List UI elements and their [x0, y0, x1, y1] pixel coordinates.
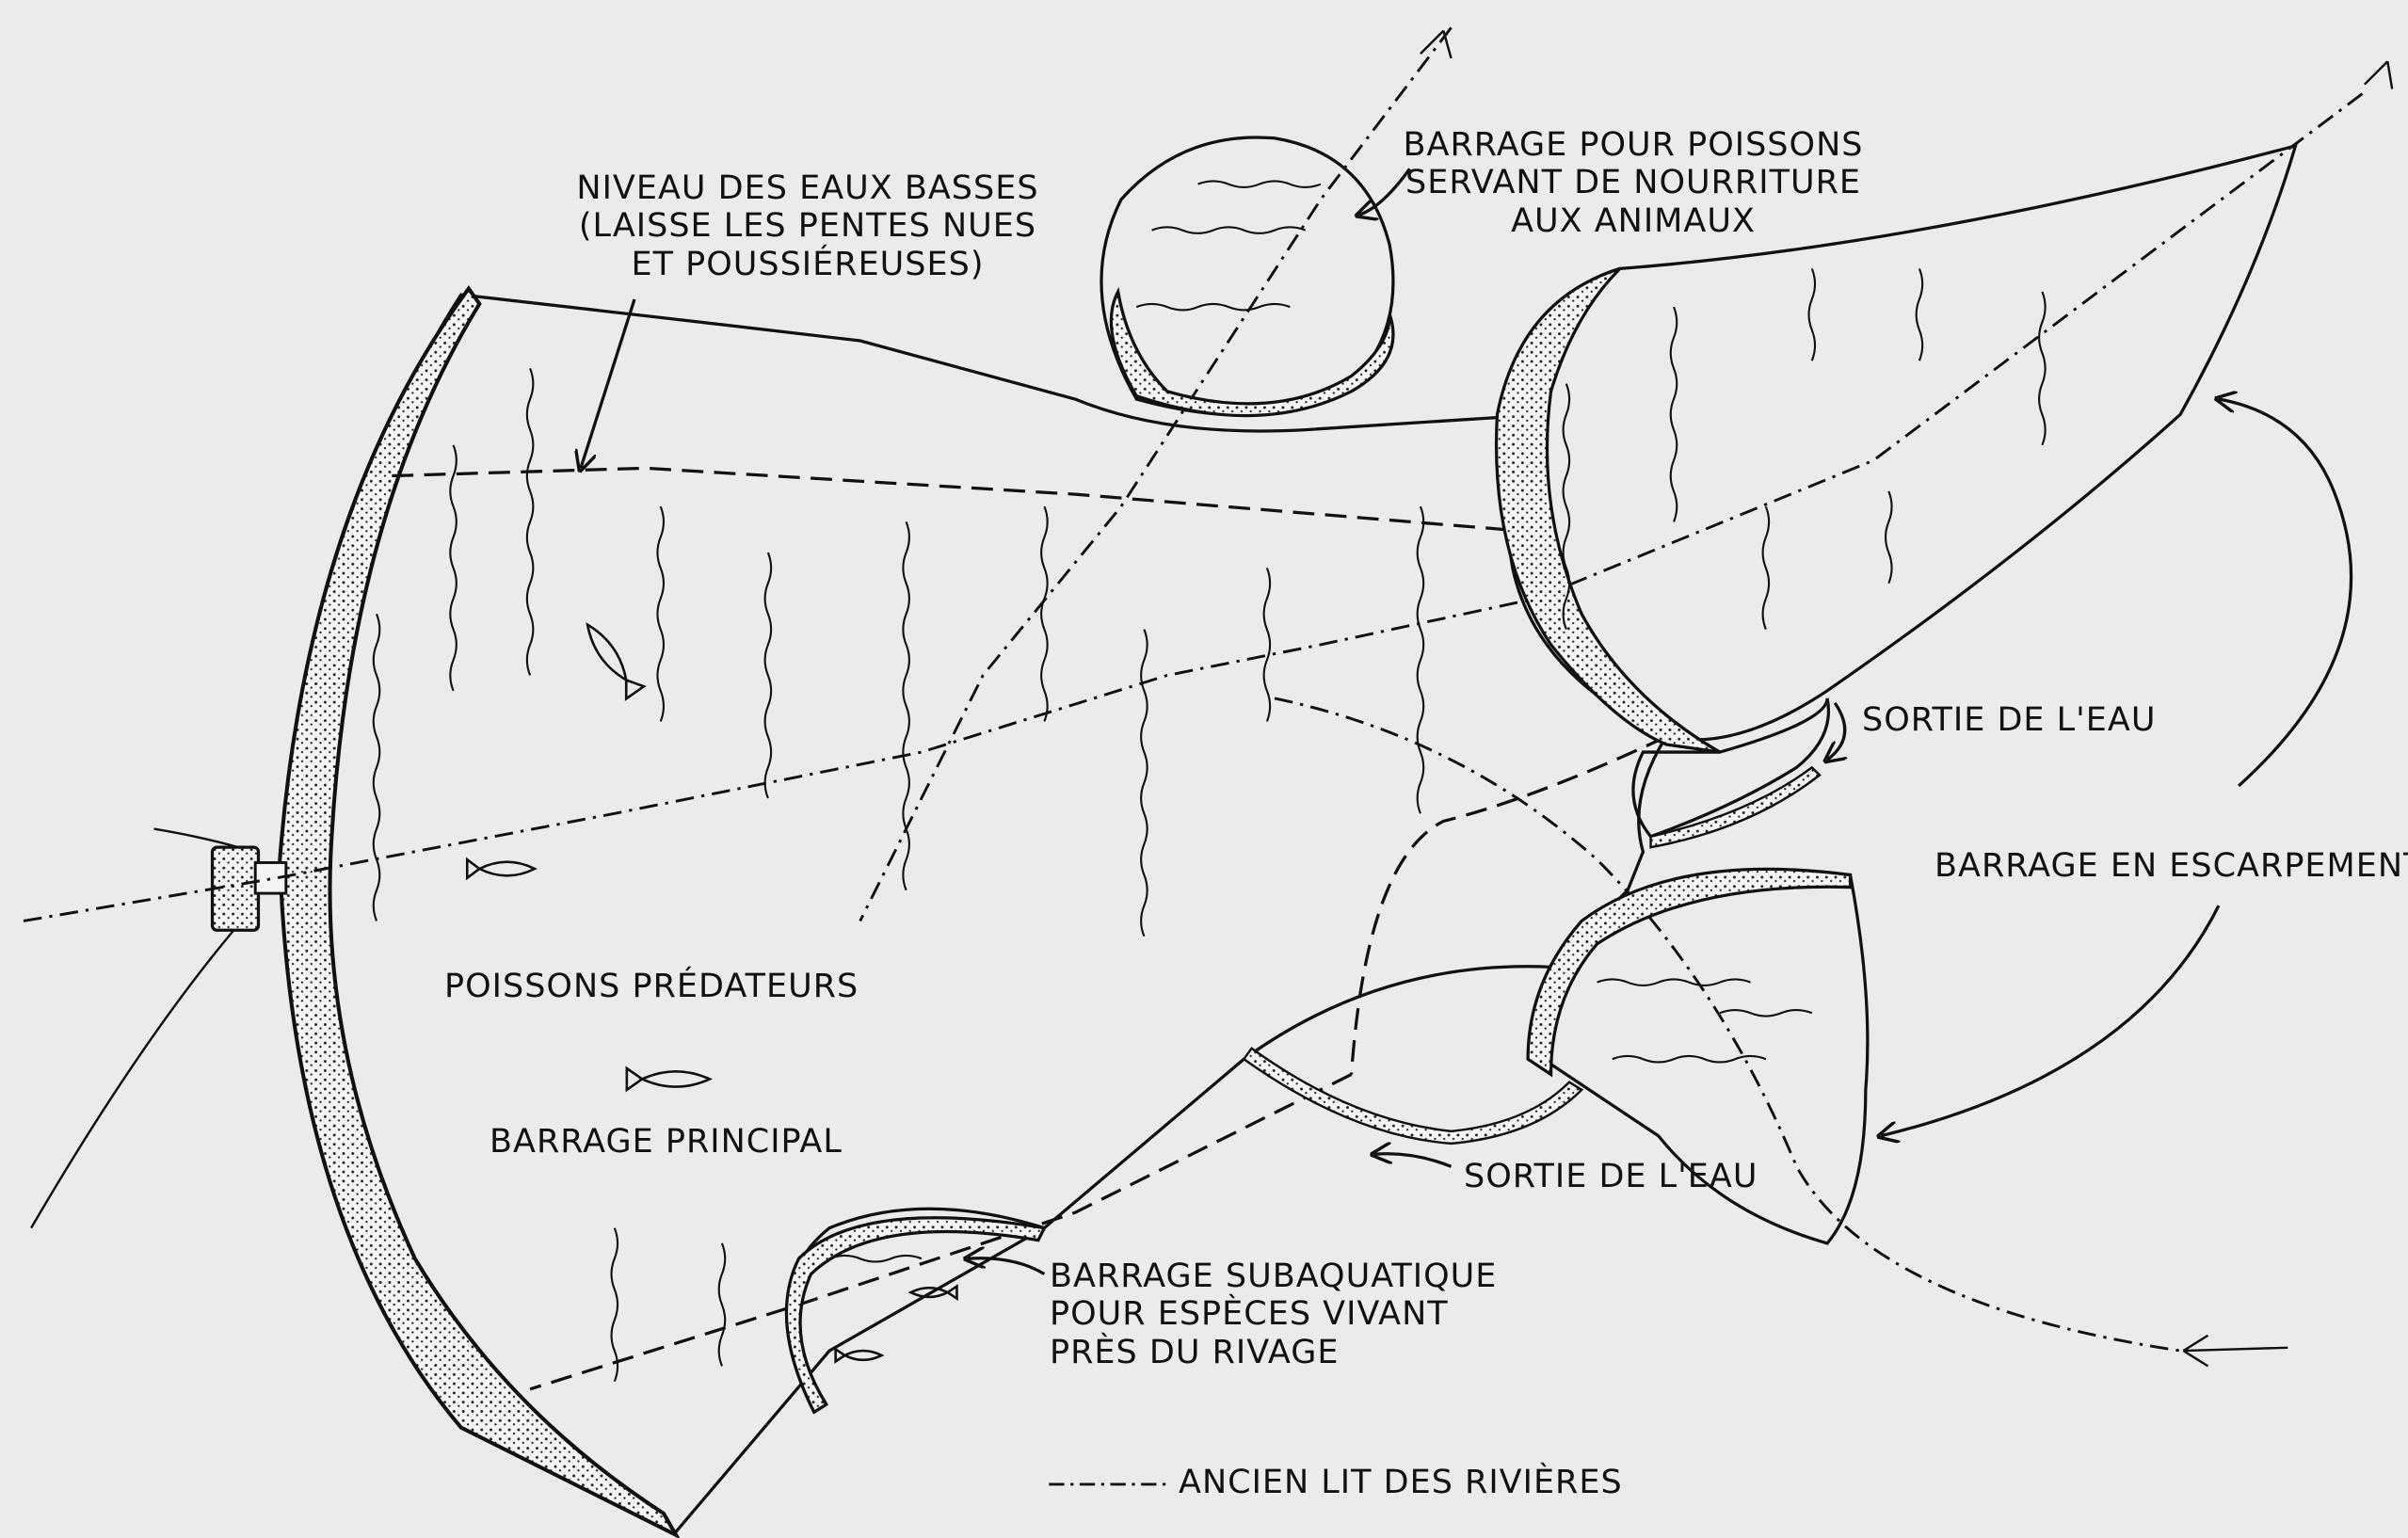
- low-water-level-label: NIVEAU DES EAUX BASSES (LAISSE LES PENTE…: [563, 169, 1052, 283]
- subaquatic-dam: [786, 1209, 1044, 1412]
- feed-fish-dam-label: BARRAGE POUR POISSONS SERVANT DE NOURRIT…: [1393, 126, 1873, 240]
- subaquatic-dam-label: BARRAGE SUBAQUATIQUE POUR ESPÈCES VIVANT…: [1050, 1258, 1497, 1371]
- main-dam-wall: [280, 289, 676, 1535]
- fish-icon: [836, 1349, 882, 1361]
- low-water-level-line: [392, 468, 1504, 529]
- fish-icon: [579, 618, 644, 698]
- water-outlet-label-upper: SORTIE DE L'EAU: [1862, 701, 2156, 739]
- fish-icon: [627, 1068, 710, 1090]
- outlet-pipe: [31, 829, 286, 1228]
- water-outlet-label-lower: SORTIE DE L'EAU: [1464, 1158, 1758, 1195]
- main-dam-label: BARRAGE PRINCIPAL: [490, 1123, 843, 1161]
- feed-fish-pond: [1101, 137, 1393, 416]
- predator-fish-label: POISSONS PRÉDATEURS: [444, 968, 859, 1005]
- escarpment-dam-label: BARRAGE EN ESCARPEMENT: [1934, 847, 2408, 885]
- fish-icon: [467, 859, 535, 878]
- legend-old-riverbed-label: ANCIEN LIT DES RIVIÈRES: [1179, 1464, 1623, 1501]
